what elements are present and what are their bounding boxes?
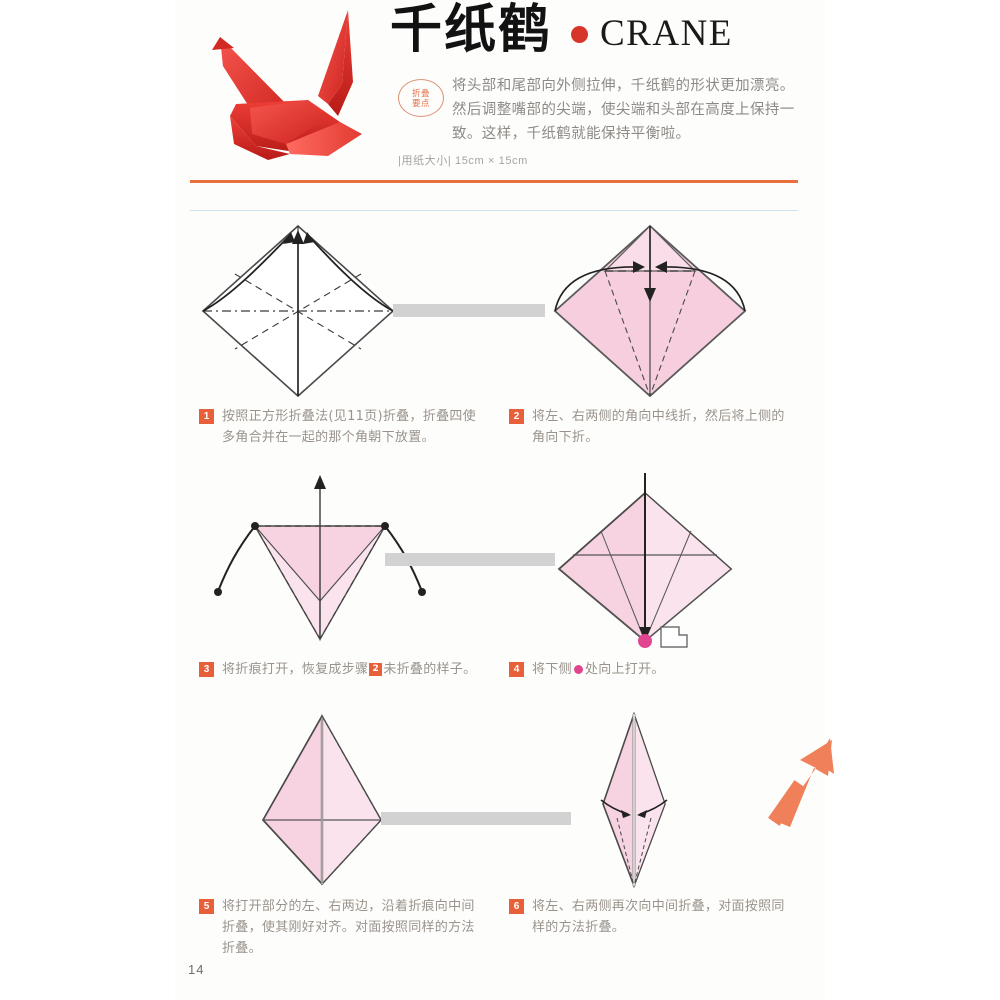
paper-size-line: |用纸大小| 15cm × 15cm [398, 152, 528, 168]
step-4-text-a: 将下侧 [532, 662, 572, 677]
step-cell-6: 6 将左、右两侧再次向中间折叠，对面按照同样的方法折叠。 [475, 708, 805, 963]
step-1-number: 1 [199, 409, 214, 424]
step-3-text-b: 未折叠的样子。 [383, 662, 477, 677]
title-bullet-icon [571, 26, 588, 43]
step-3-text-a: 将折痕打开，恢复成步骤 [222, 662, 369, 677]
connector-bar-3 [385, 553, 495, 566]
step-4-diagram [475, 471, 805, 656]
step-cell-5: 5 将打开部分的左、右两边，沿着折痕向中间折叠，使其刚好对齐。对面按照同样的方法… [185, 708, 495, 963]
connector-bar-6 [475, 812, 571, 825]
step-2-text: 将左、右两侧的角向中线折，然后将上侧的角向下折。 [532, 409, 785, 445]
page-left-margin [0, 0, 175, 1000]
step-4-inline-marker-dot [573, 665, 583, 674]
paper-size-value: 15cm × 15cm [454, 155, 528, 167]
step-2-diagram [475, 218, 805, 403]
paper-size-label: |用纸大小| [398, 155, 452, 167]
tip-badge: 折叠 要点 [398, 79, 444, 117]
connector-bar-1 [393, 304, 495, 317]
step-4-text: 将下侧处向上打开。 [532, 659, 665, 680]
page-title-english: CRANE [600, 13, 733, 54]
page-number: 14 [188, 962, 205, 977]
step-3-inline-step-ref: 2 [369, 663, 383, 676]
step-4-text-b: 处向上打开。 [584, 662, 665, 677]
connector-bar-5 [381, 812, 495, 825]
steps-grid: 1 按照正方形折叠法(见11页)折叠，折叠四使多角合并在一起的那个角朝下放置。 [175, 218, 825, 978]
connector-bar-2 [475, 304, 545, 317]
step-cell-4: 4 将下侧处向上打开。 [475, 471, 805, 726]
step-5-diagram [185, 708, 495, 893]
crane-photo [190, 4, 385, 164]
step-1-caption: 1 按照正方形折叠法(见11页)折叠，折叠四使多角合并在一起的那个角朝下放置。 [199, 406, 484, 448]
step-6-number: 6 [509, 899, 524, 914]
continue-arrow-icon [768, 728, 840, 828]
step-6-text: 将左、右两侧再次向中间折叠，对面按照同样的方法折叠。 [532, 899, 785, 935]
step-row-3: 5 将打开部分的左、右两边，沿着折痕向中间折叠，使其刚好对齐。对面按照同样的方法… [175, 708, 825, 963]
step-5-text: 将打开部分的左、右两边，沿着折痕向中间折叠，使其刚好对齐。对面按照同样的方法折叠… [222, 899, 475, 956]
step-3-number: 3 [199, 662, 214, 677]
step-2-number: 2 [509, 409, 524, 424]
step-3-diagram [185, 471, 495, 656]
tip-badge-line-2: 要点 [411, 98, 430, 108]
connector-bar-4 [475, 553, 555, 566]
step-6-diagram [475, 708, 805, 893]
tip-text: 将头部和尾部向外侧拉伸，千纸鹤的形状更加漂亮。然后调整嘴部的尖端，使尖端和头部在… [452, 78, 795, 142]
page-title: 千纸鹤 [390, 0, 553, 60]
step-6-caption: 6 将左、右两侧再次向中间折叠，对面按照同样的方法折叠。 [509, 896, 794, 938]
step-5-caption: 5 将打开部分的左、右两边，沿着折痕向中间折叠，使其刚好对齐。对面按照同样的方法… [199, 896, 484, 959]
step-4-number: 4 [509, 662, 524, 677]
step-2-caption: 2 将左、右两侧的角向中线折，然后将上侧的角向下折。 [509, 406, 794, 448]
step-1-text: 按照正方形折叠法(见11页)折叠，折叠四使多角合并在一起的那个角朝下放置。 [222, 409, 476, 445]
tip-badge-line-1: 折叠 [411, 88, 430, 98]
page-right-margin [825, 0, 1000, 1000]
step-cell-1: 1 按照正方形折叠法(见11页)折叠，折叠四使多角合并在一起的那个角朝下放置。 [185, 218, 495, 473]
step-cell-2: 2 将左、右两侧的角向中线折，然后将上侧的角向下折。 [475, 218, 805, 473]
section-divider [190, 210, 798, 211]
step-4-caption: 4 将下侧处向上打开。 [509, 659, 794, 680]
step-row-1: 1 按照正方形折叠法(见11页)折叠，折叠四使多角合并在一起的那个角朝下放置。 [175, 218, 825, 473]
step-1-diagram [185, 218, 495, 403]
step-5-number: 5 [199, 899, 214, 914]
header-divider [190, 180, 798, 183]
